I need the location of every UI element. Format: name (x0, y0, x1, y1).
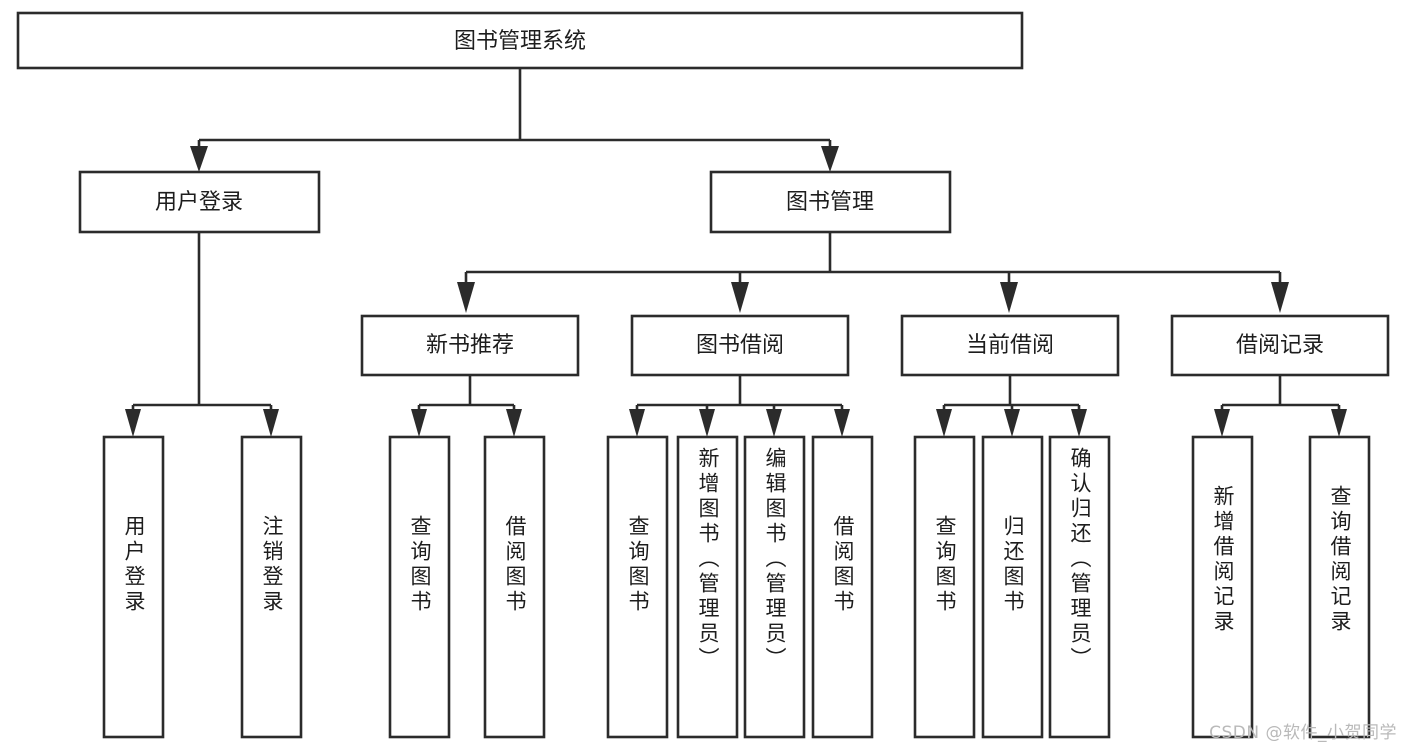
node-borrow-record[interactable]: 借阅记录 (1170, 314, 1390, 377)
node-root-box[interactable] (16, 11, 1024, 70)
leaf-box-borrow-book-1[interactable] (483, 435, 546, 739)
leaf-box-query-book-2[interactable] (606, 435, 669, 739)
arrow-head-icon (834, 409, 850, 437)
leaf-box-add-record[interactable] (1191, 435, 1254, 739)
node-user-login-label: 用户登录 (155, 190, 243, 215)
arrow-head-icon (629, 409, 645, 437)
node-borrow-record-label: 借阅记录 (1236, 333, 1324, 358)
arrow-head-icon (936, 409, 952, 437)
connector-root-to-level2 (190, 68, 839, 172)
connector-bookmanage-to-level3 (457, 232, 1289, 313)
node-current-borrow-box[interactable] (900, 314, 1120, 377)
arrow-head-icon (190, 146, 208, 172)
node-book-manage-label: 图书管理 (786, 190, 874, 215)
connector-currentborrow-to-leaves (936, 375, 1087, 437)
leaf-box-query-book-1[interactable] (388, 435, 451, 739)
node-book-manage[interactable]: 图书管理 (709, 170, 952, 234)
arrow-head-icon (766, 409, 782, 437)
leaf-box-add-book[interactable] (676, 435, 739, 739)
watermark-text: CSDN @软件_小贺同学 (1209, 723, 1397, 743)
arrow-head-icon (263, 409, 279, 437)
arrow-head-icon (731, 282, 749, 313)
node-new-book-recommend-label: 新书推荐 (426, 333, 514, 358)
leaf-box-query-book-3[interactable] (913, 435, 976, 739)
node-new-book-recommend-box[interactable] (360, 314, 580, 377)
leaf-box-confirm-return[interactable] (1048, 435, 1111, 739)
arrow-head-icon (1071, 409, 1087, 437)
node-root-label: 图书管理系统 (454, 29, 586, 54)
arrow-head-icon (1000, 282, 1018, 313)
connector-userlogin-to-leaves (125, 232, 279, 437)
node-book-borrow-label: 图书借阅 (696, 333, 784, 358)
leaf-box-return-book[interactable] (981, 435, 1044, 739)
arrow-head-icon (1331, 409, 1347, 437)
node-new-book-recommend[interactable]: 新书推荐 (360, 314, 580, 377)
leaf-box-user-login[interactable] (102, 435, 165, 739)
arrow-head-icon (1004, 409, 1020, 437)
arrow-head-icon (1214, 409, 1230, 437)
arrow-head-icon (411, 409, 427, 437)
connector-newbook-to-leaves (411, 375, 522, 437)
node-root[interactable]: 图书管理系统 (16, 11, 1024, 70)
leaf-box-edit-book[interactable] (743, 435, 806, 739)
arrow-head-icon (1271, 282, 1289, 313)
node-current-borrow-label: 当前借阅 (966, 333, 1054, 358)
arrow-head-icon (457, 282, 475, 313)
arrow-head-icon (821, 146, 839, 172)
connector-bookborrow-to-leaves (629, 375, 850, 437)
node-user-login-box[interactable] (78, 170, 321, 234)
arrow-head-icon (699, 409, 715, 437)
node-book-borrow-box[interactable] (630, 314, 850, 377)
leaf-box-query-record[interactable] (1308, 435, 1371, 739)
arrow-head-icon (506, 409, 522, 437)
node-user-login[interactable]: 用户登录 (78, 170, 321, 234)
node-book-manage-box[interactable] (709, 170, 952, 234)
leaf-box-borrow-book-2[interactable] (811, 435, 874, 739)
node-book-borrow[interactable]: 图书借阅 (630, 314, 850, 377)
node-borrow-record-box[interactable] (1170, 314, 1390, 377)
arrow-head-icon (125, 409, 141, 437)
connector-borrowrecord-to-leaves (1214, 375, 1347, 437)
node-current-borrow[interactable]: 当前借阅 (900, 314, 1120, 377)
leaf-box-logout-login[interactable] (240, 435, 303, 739)
